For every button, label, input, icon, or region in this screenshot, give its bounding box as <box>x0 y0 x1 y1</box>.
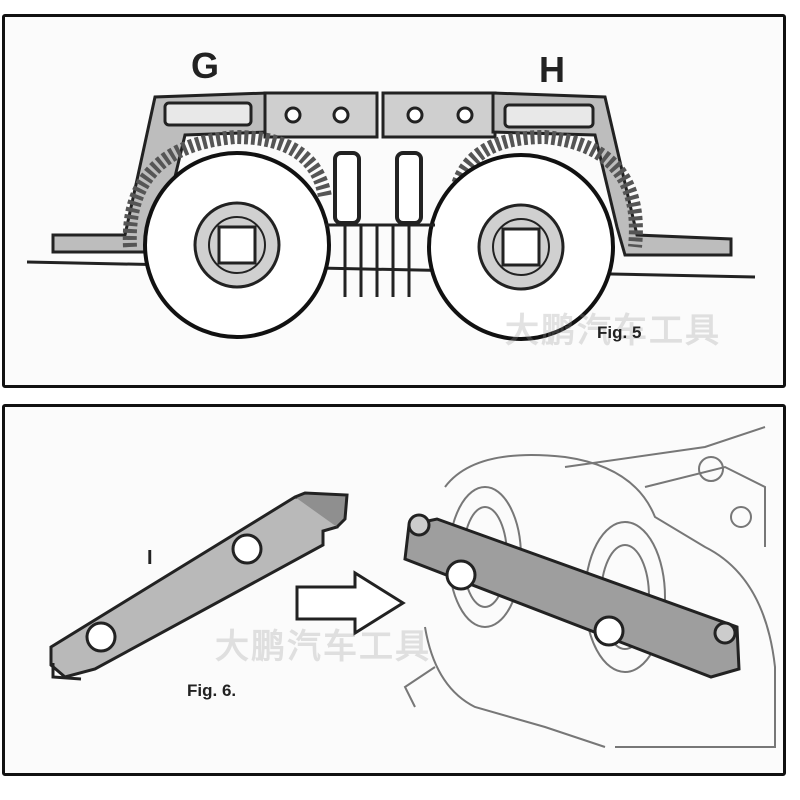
installed-tool <box>403 513 741 679</box>
figure-5-panel: G H 大鹏汽车工具 Fig. 5 <box>2 14 786 388</box>
label-i: I <box>147 547 153 569</box>
watermark: 大鹏汽车工具 <box>215 627 431 667</box>
locking-tool-i <box>49 491 349 681</box>
figure-6-caption: Fig. 6. <box>187 681 237 700</box>
label-h: H <box>539 49 565 90</box>
figure-5-caption: Fig. 5 <box>597 323 642 342</box>
label-g: G <box>191 45 220 86</box>
camshaft-locking-illustration <box>26 91 756 341</box>
watermark: 大鹏汽车工具 <box>505 311 721 351</box>
tool-installation-illustration <box>49 426 776 748</box>
arrow-right-icon <box>295 570 406 636</box>
figure-6-panel: I 大鹏汽车工具 Fig. 6. <box>2 404 786 776</box>
